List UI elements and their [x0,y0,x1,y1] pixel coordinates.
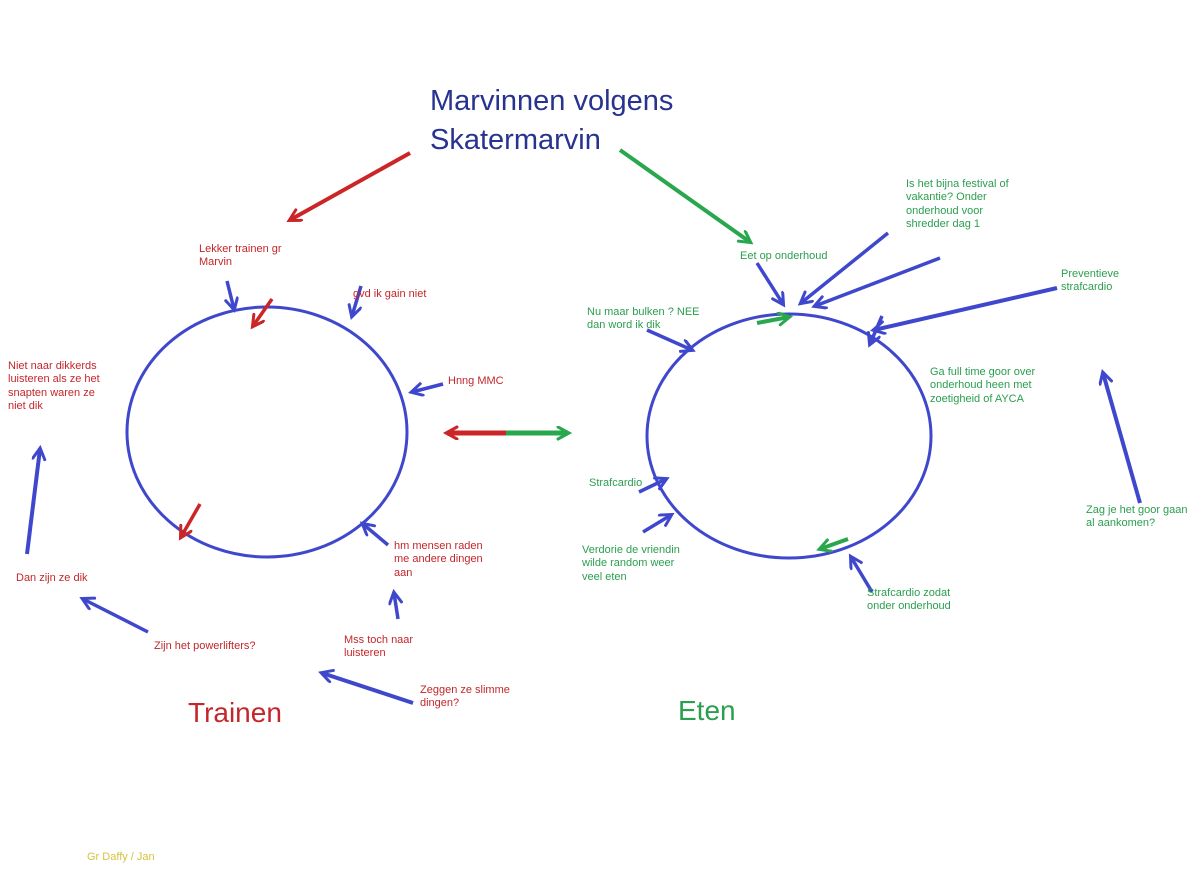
note-zag-je-het-goor: Zag je het goor gaan al aankomen? [1086,504,1188,530]
note-niet-naar-dikkerds: Niet naar dikkerds luisteren als ze het … [8,360,100,413]
note-eet-op-onderhoud: Eet op onderhoud [740,250,828,262]
hm-mensen-arrow [363,524,390,547]
note-ga-full-time: Ga full time goor over onderhoud heen me… [930,366,1036,405]
note-preventieve-strafcardio: Preventieve strafcardio [1061,268,1120,294]
strafcardio-arrow [638,479,666,494]
green-tick-bottom-right-circle [820,537,849,549]
note-strafcardio-zodat: Strafcardio zodat onder onderhoud [867,587,951,613]
dan-zijn-ze-dik-up-arrow [25,449,40,555]
ga-full-time-arrow [870,315,884,344]
note-gvd-ik-gain-niet: gvd ik gain niet [353,288,427,300]
trainen-cycle-circle [125,305,409,559]
note-festival-vakantie: Is het bijna festival of vakantie? Onder… [906,178,1009,231]
red-tick-top-left-circle [253,297,274,326]
top-right-converging-arrow [815,256,941,306]
credit-signature: Gr Daffy / Jan [87,851,155,863]
zag-je-het-goor-arrow [1103,373,1142,504]
lekker-trainen-arrow [227,280,234,309]
preventieve-strafcardio-arrow [874,286,1058,330]
note-mss-toch-naar: Mss toch naar luisteren [344,634,414,660]
note-dan-zijn-ze-dik: Dan zijn ze dik [16,572,88,584]
red-tick-bottom-left-circle [181,503,202,537]
powerlifters-arrow [83,599,149,634]
zeggen-to-mss-arrow [322,673,414,705]
eet-op-onderhoud-arrow [755,262,783,304]
nu-maar-bulken-arrow [646,328,692,350]
note-strafcardio: Strafcardio [589,477,643,489]
note-nu-maar-bulken: Nu maar bulken ? NEE dan word ik dik [587,306,700,332]
gvd-gain-arrow [352,285,363,316]
note-verdorie-vriendin: Verdorie de vriendin wilde random weer v… [582,544,680,583]
title-to-eten-arrow [618,148,750,242]
title-to-trainen-arrow [290,151,411,220]
note-zeggen-ze-slimme: Zeggen ze slimme dingen? [420,684,510,710]
festival-arrow [801,231,890,303]
green-tick-top-right-circle [756,317,789,323]
note-hm-mensen-raden: hm mensen raden me andere dingen aan [394,540,483,579]
mss-up-arrow [394,593,398,620]
eten-label: Eten [678,695,736,726]
strafcardio-zodat-arrow [851,557,874,593]
verdorie-arrow [642,515,671,534]
note-lekker-trainen: Lekker trainen gr Marvin [199,243,282,269]
hnng-mmc-arrow [412,384,444,392]
trainen-label: Trainen [188,697,282,728]
note-zijn-het-powerlifters: Zijn het powerlifters? [154,640,256,652]
diagram-title: Marvinnen volgens Skatermarvin [430,85,674,157]
note-hnng-mmc: Hnng MMC [448,375,504,387]
